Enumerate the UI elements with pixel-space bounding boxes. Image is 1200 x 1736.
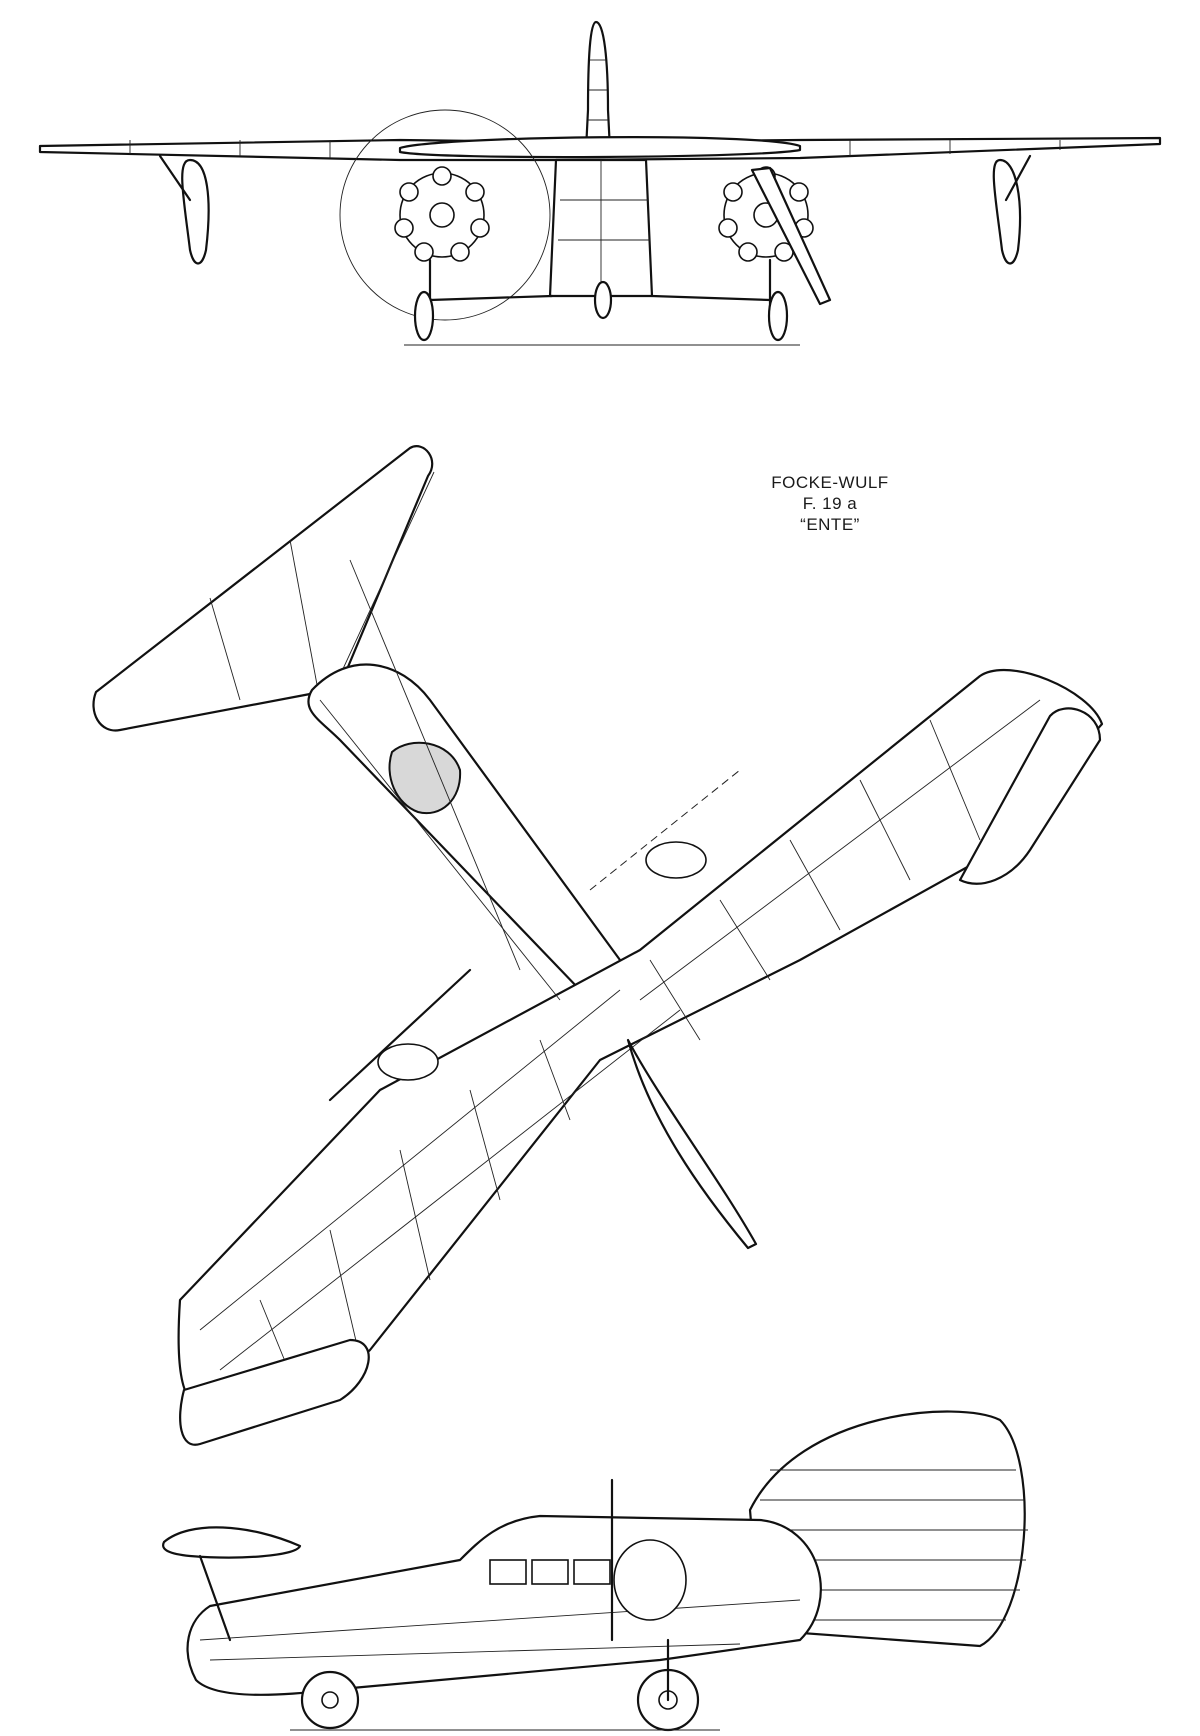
left-engine [394,166,490,262]
side-view [162,1410,1028,1732]
right-engine [718,166,832,306]
top-view-engine-left [328,968,472,1102]
aircraft-title: FOCKE-WULF F. 19 a “ENTE” [730,472,930,535]
manufacturer-label: FOCKE-WULF [771,473,889,492]
top-view-engine-right [645,841,707,879]
top-view [92,445,1104,1446]
nickname-label: “ENTE” [800,515,860,534]
front-view [38,20,1162,346]
cabin-windows [489,1559,611,1585]
model-label: F. 19 a [802,494,858,513]
